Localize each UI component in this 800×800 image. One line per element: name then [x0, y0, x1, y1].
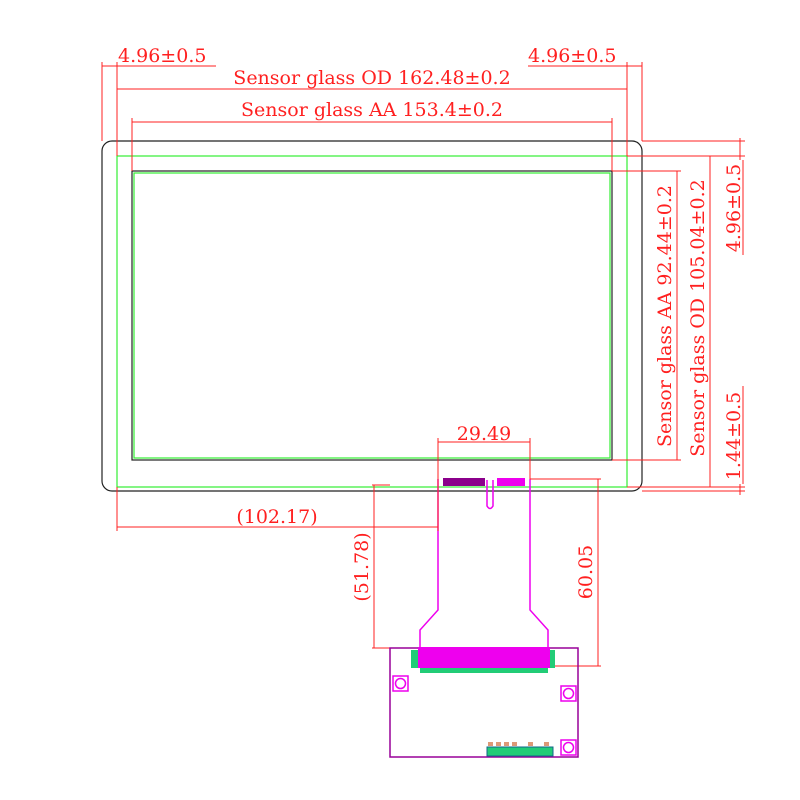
dim-pcb-offset: (51.78)	[351, 484, 420, 649]
dim-pcb-offset-label: (51.78)	[351, 532, 373, 601]
dim-od-width: Sensor glass OD 162.48±0.2	[117, 67, 627, 90]
dim-aa-width: Sensor glass AA 153.4±0.2	[131, 99, 613, 171]
dim-od-width-label: Sensor glass OD 162.48±0.2	[233, 67, 510, 89]
fpc-bond-left	[443, 478, 485, 486]
dim-fpc-length: 60.05	[530, 478, 601, 667]
dim-aa-height-label: Sensor glass AA 92.44±0.2	[654, 185, 676, 447]
controller-pcb	[389, 647, 579, 758]
dim-fpc-width-label: 29.49	[457, 423, 511, 445]
dim-top-border: 4.96±0.5	[723, 138, 745, 255]
dim-right-border-label: 4.96±0.5	[528, 45, 616, 67]
dim-fpc-offset: (102.17)	[116, 479, 439, 531]
cover-lens-outline	[101, 140, 643, 492]
dim-fpc-width: 29.49	[437, 423, 531, 479]
connector-pins	[420, 668, 548, 673]
dim-aa-width-label: Sensor glass AA 153.4±0.2	[241, 99, 503, 121]
dim-bottom-border: 1.44±0.5	[723, 386, 745, 495]
mounting-hole	[560, 739, 577, 756]
dim-bottom-border-label: 1.44±0.5	[723, 392, 745, 480]
active-area-inner-edge	[133, 172, 611, 459]
sensor-glass-od-outline	[116, 155, 628, 488]
fpc-tail	[419, 478, 549, 648]
mounting-hole	[560, 685, 577, 702]
dim-right-border: 4.96±0.5	[528, 45, 643, 156]
dim-top-border-label: 4.96±0.5	[723, 164, 745, 252]
fpc-connector	[418, 647, 550, 668]
dim-left-border: 4.96±0.5	[101, 45, 216, 156]
dim-left-border-label: 4.96±0.5	[118, 45, 206, 67]
fpc-bond-right	[497, 478, 525, 486]
dim-od-height-label: Sensor glass OD 105.04±0.2	[687, 179, 709, 456]
dim-fpc-length-label: 60.05	[575, 545, 597, 599]
pin-header	[486, 742, 554, 757]
active-area-outline	[131, 170, 613, 461]
dim-fpc-offset-label: (102.17)	[236, 506, 317, 528]
dim-aa-height: Sensor glass AA 92.44±0.2	[654, 171, 678, 460]
mounting-hole	[392, 675, 409, 692]
dim-od-height: Sensor glass OD 105.04±0.2	[687, 156, 711, 487]
